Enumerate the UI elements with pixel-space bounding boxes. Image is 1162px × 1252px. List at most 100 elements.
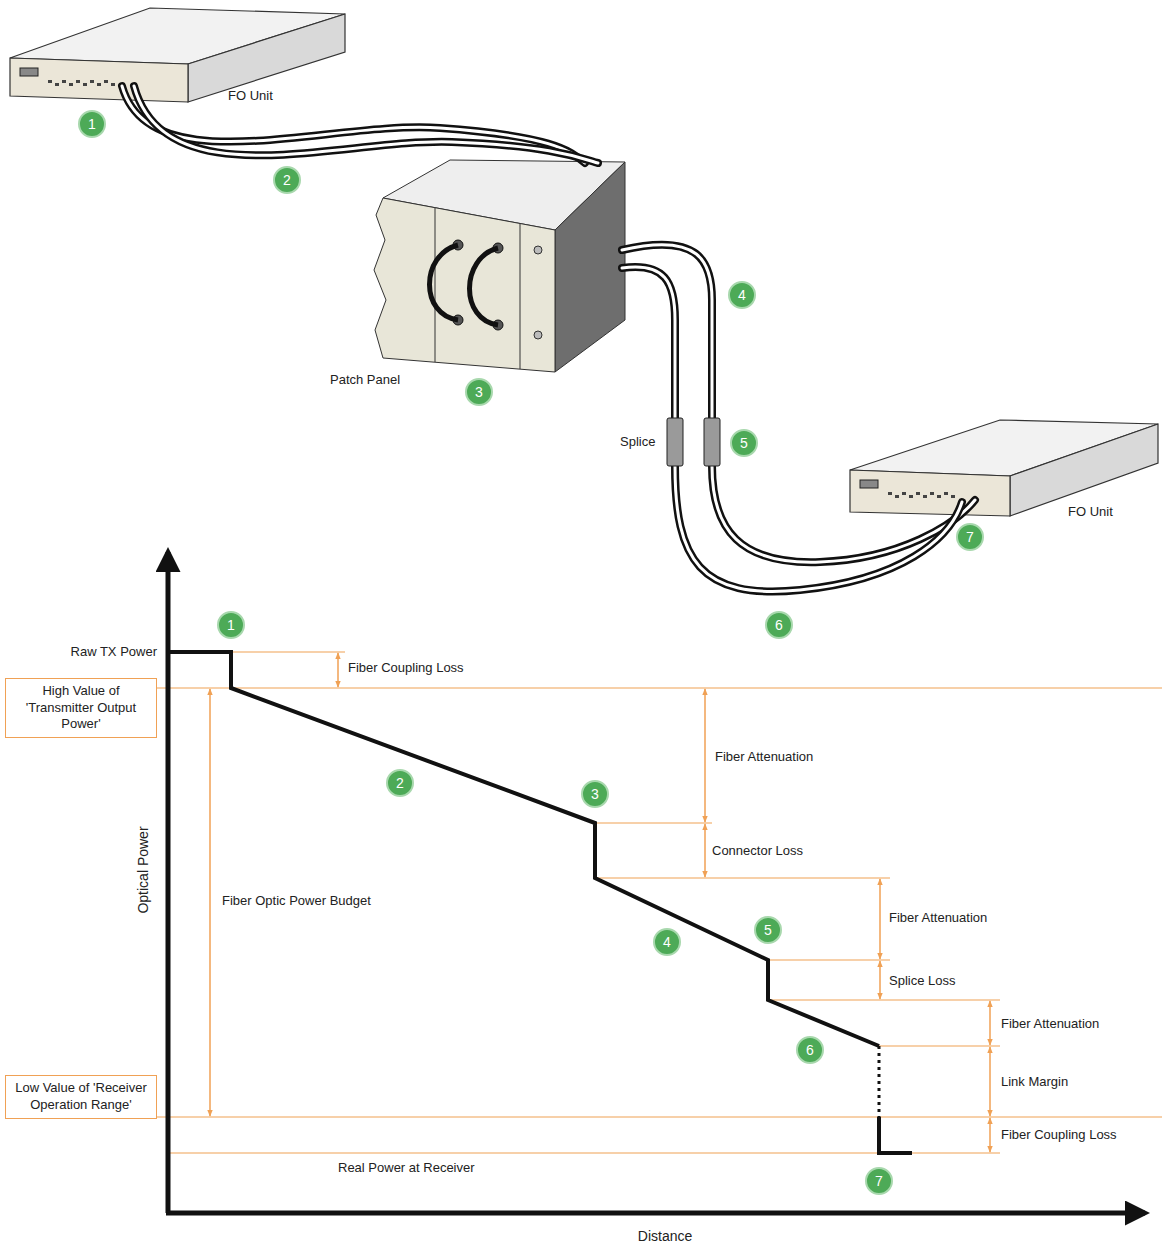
level-line bbox=[879, 1045, 1000, 1046]
splice-sleeve bbox=[704, 418, 720, 466]
callout-number: 7 bbox=[956, 523, 984, 551]
dimension-arrow bbox=[989, 1047, 991, 1116]
unit-led bbox=[104, 80, 108, 83]
part-label: Fiber Coupling Loss bbox=[348, 660, 464, 676]
fiber-cable-core bbox=[622, 245, 712, 420]
unit-led bbox=[923, 495, 927, 498]
splice-sleeve bbox=[667, 418, 683, 466]
unit-led bbox=[48, 80, 52, 83]
callout-number: 5 bbox=[754, 916, 782, 944]
unit-led bbox=[916, 492, 920, 495]
panel-side bbox=[555, 162, 625, 372]
callout-number: 6 bbox=[796, 1036, 824, 1064]
panel-front bbox=[374, 198, 555, 372]
fiber-cable bbox=[712, 466, 975, 562]
dimension-arrow bbox=[879, 879, 881, 959]
dimension-arrow bbox=[209, 689, 211, 1116]
x-axis bbox=[166, 1211, 1145, 1216]
level-line bbox=[157, 1116, 1162, 1117]
panel-divider bbox=[435, 208, 436, 362]
unit-front bbox=[850, 470, 1010, 516]
fiber-cable bbox=[622, 267, 675, 420]
unit-led bbox=[90, 80, 94, 83]
dimension-arrow bbox=[989, 1118, 991, 1152]
box-text: Low Value of 'Receiver Operation Range' bbox=[12, 1080, 150, 1114]
unit-led bbox=[902, 492, 906, 495]
callout-number: 4 bbox=[653, 928, 681, 956]
unit-port bbox=[860, 480, 878, 488]
part-label: Fiber Optic Power Budget bbox=[222, 893, 371, 909]
part-label: Real Power at Receiver bbox=[338, 1160, 475, 1176]
part-label: FO Unit bbox=[1068, 504, 1113, 520]
unit-led bbox=[62, 80, 66, 83]
patch-cord bbox=[430, 245, 459, 320]
dimension-arrow bbox=[704, 689, 706, 822]
part-label: FO Unit bbox=[228, 88, 273, 104]
unit-port bbox=[20, 68, 38, 76]
unit-led bbox=[83, 83, 87, 86]
callout-number: 1 bbox=[217, 611, 245, 639]
part-label: Connector Loss bbox=[712, 843, 803, 859]
fiber-cable bbox=[134, 86, 598, 163]
callout-number: 6 bbox=[765, 611, 793, 639]
callout-number: 2 bbox=[386, 769, 414, 797]
callout-number: 3 bbox=[465, 378, 493, 406]
fiber-cable-core bbox=[675, 466, 962, 591]
dimension-arrow bbox=[704, 824, 706, 877]
part-label: Splice Loss bbox=[889, 973, 955, 989]
unit-front bbox=[10, 58, 188, 102]
axis-label: Optical Power bbox=[135, 826, 152, 913]
level-line bbox=[768, 959, 890, 960]
part-label: Fiber Coupling Loss bbox=[1001, 1127, 1117, 1143]
panel-screw bbox=[534, 331, 542, 339]
part-label: Fiber Attenuation bbox=[715, 749, 813, 765]
level-line bbox=[595, 822, 712, 823]
part-label: Fiber Attenuation bbox=[889, 910, 987, 926]
callout-number: 5 bbox=[730, 429, 758, 457]
box-text: High Value of 'Transmitter Output Power' bbox=[12, 683, 150, 734]
unit-led bbox=[930, 492, 934, 495]
axis-label: Distance bbox=[638, 1228, 692, 1245]
level-line bbox=[595, 877, 890, 878]
unit-led bbox=[76, 80, 80, 83]
panel-divider bbox=[520, 223, 521, 369]
level-line bbox=[231, 651, 345, 652]
fiber-cable-core bbox=[134, 86, 598, 163]
callout-number: 2 bbox=[273, 166, 301, 194]
callout-number: 4 bbox=[728, 281, 756, 309]
unit-led bbox=[97, 83, 101, 86]
power-curve-dotted bbox=[878, 1046, 881, 1117]
range-box: High Value of 'Transmitter Output Power' bbox=[5, 678, 157, 739]
dimension-arrow bbox=[989, 1001, 991, 1045]
unit-led bbox=[951, 495, 955, 498]
unit-led bbox=[944, 492, 948, 495]
part-label: Splice bbox=[620, 434, 655, 450]
power-curve bbox=[879, 1117, 912, 1153]
patch-cord bbox=[470, 248, 499, 325]
unit-led bbox=[909, 495, 913, 498]
unit-side bbox=[1010, 424, 1158, 516]
part-label: Patch Panel bbox=[330, 372, 400, 388]
panel-screw bbox=[534, 246, 542, 254]
level-line bbox=[168, 1152, 1000, 1153]
range-box: Low Value of 'Receiver Operation Range' bbox=[5, 1075, 157, 1119]
fiber-cable-core bbox=[712, 466, 975, 562]
unit-led bbox=[69, 83, 73, 86]
callout-number: 3 bbox=[581, 780, 609, 808]
fiber-cable bbox=[622, 245, 712, 420]
part-label: Link Margin bbox=[1001, 1074, 1068, 1090]
unit-led bbox=[895, 495, 899, 498]
dimension-arrow bbox=[337, 653, 339, 687]
unit-led bbox=[888, 492, 892, 495]
unit-led bbox=[111, 83, 115, 86]
fiber-cable bbox=[675, 466, 962, 591]
fo-unit-illustration bbox=[10, 8, 345, 102]
patch-panel-illustration bbox=[374, 160, 625, 372]
unit-led bbox=[937, 495, 941, 498]
dimension-arrow bbox=[879, 961, 881, 999]
level-line bbox=[768, 999, 1000, 1000]
part-label: Fiber Attenuation bbox=[1001, 1016, 1099, 1032]
